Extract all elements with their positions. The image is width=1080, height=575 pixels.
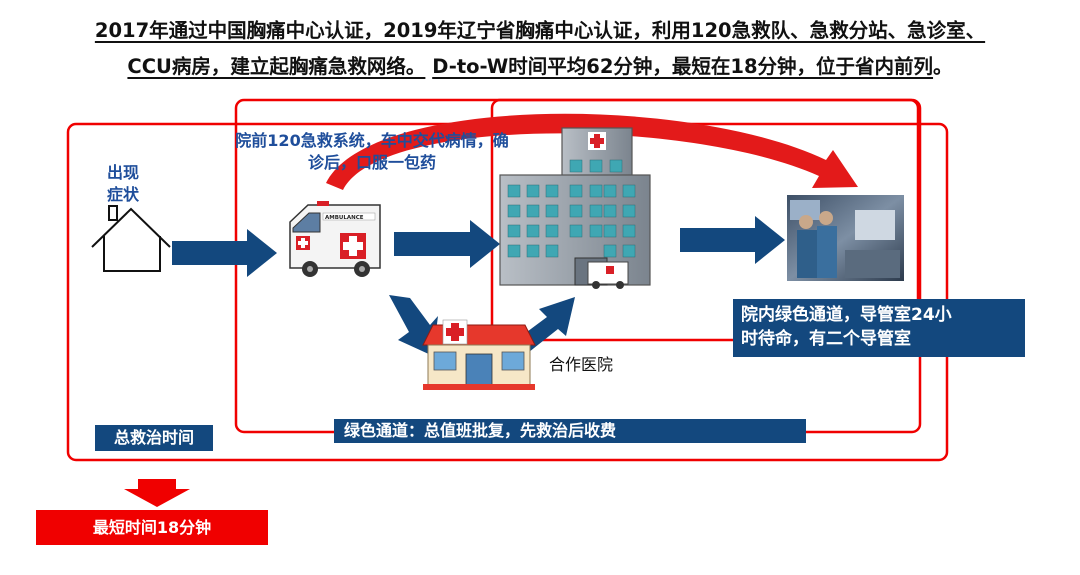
- header-line-2: CCU病房，建立起胸痛急救网络。 D-to-W时间平均62分钟，最短在18分钟，…: [0, 50, 1080, 79]
- arrow-ambulance-to-hospital: [394, 220, 500, 268]
- inhospital-note-box: 院内绿色通道，导管室24小 时待命，有二个导管室: [733, 299, 1025, 357]
- total-time-label: 总救治时间: [95, 425, 213, 451]
- header-text-2b: D-to-W时间平均62分钟，最短在18分钟，位于省内前列: [432, 55, 934, 78]
- house-icon: [91, 205, 171, 272]
- header-text-2a: CCU病房，建立起胸痛急救网络。: [127, 55, 426, 78]
- header-text-2c: 。: [933, 55, 953, 78]
- prehospital-note: 院前120急救系统，车中交代病情，确 诊后，口服一包药: [235, 131, 509, 172]
- ambulance-icon: AMBULANCE: [289, 201, 381, 277]
- green-channel-label: 绿色通道：总值班批复，先救治后收费: [334, 419, 806, 443]
- header-text-1: 2017年通过中国胸痛中心认证，2019年辽宁省胸痛中心认证，利用120急救队、…: [94, 19, 986, 42]
- partner-hospital-label: 合作医院: [549, 355, 614, 374]
- partner-hospital-icon: [422, 319, 536, 390]
- arrow-home-to-ambulance: [172, 229, 277, 277]
- symptom-label: 出现 症状: [107, 163, 140, 204]
- total-time-frame: [66, 122, 949, 462]
- shortest-time-badge: 最短时间18分钟: [36, 510, 268, 545]
- arrow-hospital-to-cathlab: [680, 216, 785, 264]
- hospital-building-icon: [499, 127, 651, 289]
- arrow-direct-to-cathlab: [326, 113, 858, 190]
- inhospital-frame: [490, 98, 920, 342]
- header-line-1: 2017年通过中国胸痛中心认证，2019年辽宁省胸痛中心认证，利用120急救队、…: [0, 14, 1080, 43]
- ambulance-sign: AMBULANCE: [325, 215, 364, 221]
- cath-lab-photo: [787, 195, 904, 281]
